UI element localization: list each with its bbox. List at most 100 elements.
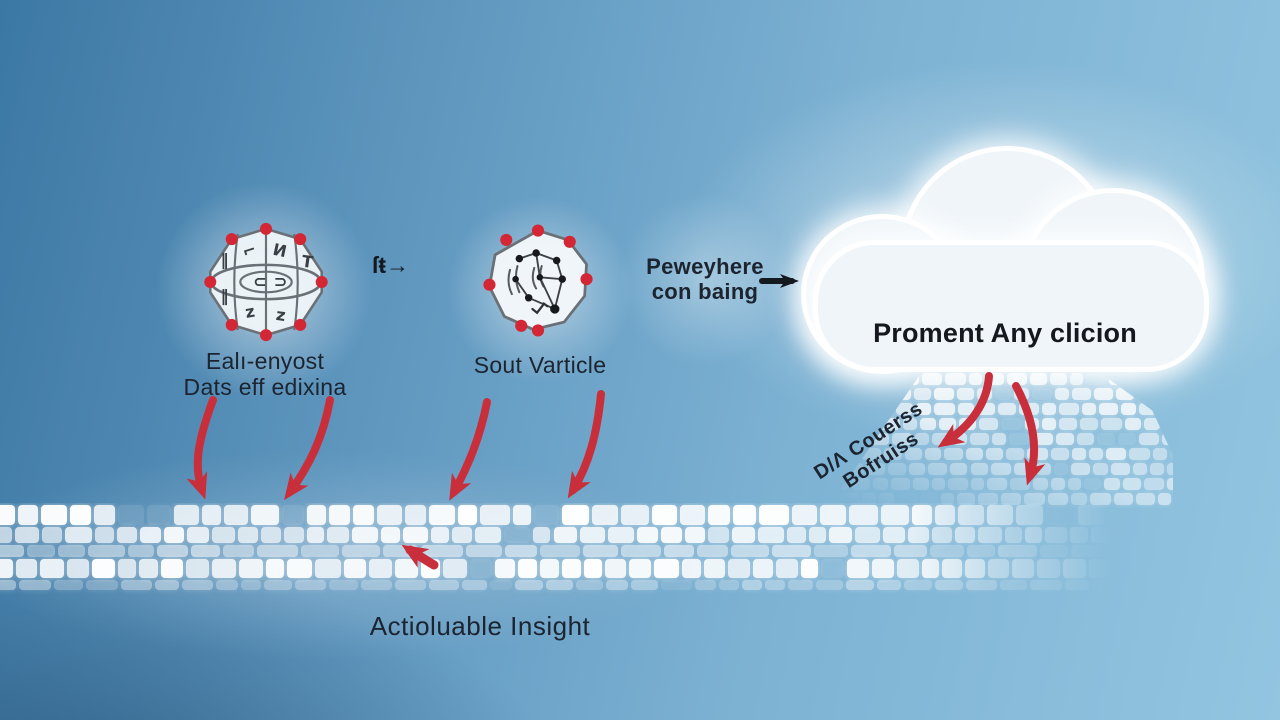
mosaic-tile — [65, 527, 93, 543]
mosaic-tile — [1082, 403, 1096, 415]
vertex-network-icon — [483, 224, 593, 337]
mosaic-tile — [758, 527, 785, 543]
mosaic-tile — [186, 559, 210, 578]
mosaic-tile — [970, 463, 989, 475]
mosaic-tile — [958, 505, 985, 525]
mosaic-tile — [965, 559, 985, 578]
mosaic-tile — [819, 505, 846, 525]
mosaic-tile — [876, 580, 902, 590]
mosaic-tile — [1001, 418, 1022, 430]
mosaic-tile — [282, 505, 305, 525]
mosaic-tile — [540, 559, 559, 578]
mosaic-tile — [1129, 448, 1150, 460]
mosaic-tile — [452, 527, 472, 543]
mosaic-tile — [1058, 403, 1080, 415]
mosaic-tile — [583, 559, 602, 578]
mosaic-tile — [546, 580, 574, 590]
mosaic-tile — [1096, 433, 1116, 445]
mosaic-tile — [933, 403, 955, 415]
mosaic-tile — [1094, 388, 1114, 400]
mosaic-tile — [1051, 478, 1066, 490]
mosaic-tile — [966, 448, 983, 460]
mosaic-tile — [997, 403, 1017, 415]
mosaic-tile — [1055, 433, 1074, 445]
mosaic-tile — [1053, 463, 1069, 475]
mosaic-tile — [1023, 493, 1045, 505]
mosaic-tile — [161, 559, 184, 578]
mosaic-tile — [1072, 388, 1092, 400]
mosaic-tile — [461, 580, 488, 590]
mosaic-tile — [421, 545, 464, 557]
mosaic-tile — [518, 559, 538, 578]
mosaic-tile — [911, 505, 932, 525]
mosaic-tile — [847, 559, 870, 578]
svg-text:⊂: ⊂ — [253, 272, 267, 291]
cloud-arrow-2-icon — [1012, 382, 1046, 486]
mosaic-tile — [652, 505, 677, 525]
band-arrow-icon — [401, 544, 439, 570]
mosaic-tile — [1166, 463, 1173, 475]
mosaic-tile — [402, 527, 428, 543]
mosaic-tile — [466, 545, 503, 557]
mosaic-tile — [695, 580, 716, 590]
mosaic-tile — [533, 505, 560, 525]
mosaic-tile — [490, 580, 513, 590]
mosaic-tile — [940, 493, 954, 505]
mosaic-tile — [174, 505, 200, 525]
mosaic-tile — [283, 527, 304, 543]
mosaic-tile — [604, 559, 627, 578]
mosaic-tile — [1045, 527, 1068, 543]
mosaic-tile — [580, 527, 606, 543]
mosaic-tile — [1106, 448, 1127, 460]
mosaic-tile — [919, 418, 936, 430]
mosaic-tile — [53, 580, 84, 590]
mosaic-tile — [1118, 433, 1137, 445]
mosaic-tile — [775, 559, 798, 578]
mosaic-tile — [684, 527, 706, 543]
mosaic-tile — [948, 478, 968, 490]
mosaic-tile — [1004, 527, 1022, 543]
mosaic-tile — [1113, 493, 1133, 505]
mosaic-tile — [914, 433, 929, 445]
mosaic-tile — [86, 580, 119, 590]
mosaic-tile — [251, 505, 280, 525]
mosaic-tile — [862, 493, 876, 505]
mosaic-tile — [1111, 463, 1130, 475]
mosaic-tile — [788, 580, 813, 590]
mosaic-tile — [970, 478, 985, 490]
mosaic-tile — [361, 580, 392, 590]
mosaic-tile — [202, 505, 221, 525]
mosaic-tile — [1090, 493, 1111, 505]
mosaic-tile — [342, 545, 381, 557]
mosaic-tile — [1012, 559, 1034, 578]
mosaic-tile — [264, 580, 292, 590]
mosaic-tile — [212, 527, 236, 543]
mosaic-tile — [661, 527, 682, 543]
mosaic-tile — [42, 527, 63, 543]
extraction-label-line2: Dats eff edixina — [183, 374, 347, 401]
mosaic-tile — [576, 580, 604, 590]
mosaic-tile — [1006, 373, 1028, 385]
mosaic-tile — [118, 505, 145, 525]
mosaic-tile — [1135, 493, 1155, 505]
mosaic-tile — [1149, 463, 1164, 475]
mosaic-tile — [934, 505, 956, 525]
mosaic-tile — [1123, 478, 1141, 490]
mosaic-tile — [930, 545, 965, 557]
mosaic-tile — [956, 493, 976, 505]
mosaic-tile — [808, 527, 827, 543]
transfer-caption: Peweyhere con baing — [620, 254, 790, 305]
mosaic-tile — [663, 545, 695, 557]
mosaic-tile — [256, 545, 298, 557]
mosaic-tile — [850, 545, 892, 557]
mosaic-tile — [377, 505, 402, 525]
mosaic-tile — [987, 478, 1008, 490]
mosaic-tile — [1070, 373, 1084, 385]
mosaic-tile — [991, 463, 1011, 475]
mosaic-tile — [994, 388, 1012, 400]
mosaic-tile — [1132, 463, 1147, 475]
mosaic-tile — [878, 493, 894, 505]
mosaic-tile — [562, 505, 589, 525]
mosaic-tile — [381, 527, 400, 543]
mosaic-tile — [697, 545, 728, 557]
